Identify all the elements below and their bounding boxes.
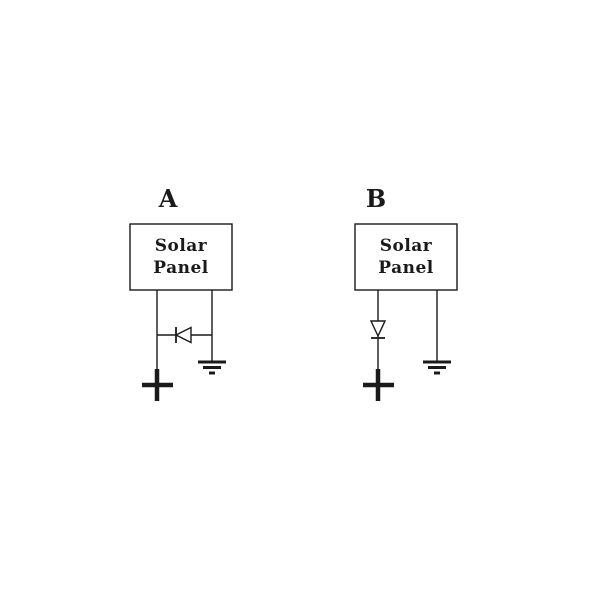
solar-panel-box-a [129,223,233,291]
solar-panel-a-label-line2: Panel [153,258,209,278]
solar-panel-a-label-line1: Solar [155,236,208,256]
diode-b-triangle [369,320,387,338]
diagram-a-label: A [158,184,178,213]
solar-panel-box-b [354,223,458,291]
solar-panel-b-label-line2: Panel [378,258,434,278]
ground-a-icon [198,360,226,375]
diode-a-icon [174,326,192,344]
positive-terminal-b-icon [363,369,394,401]
diode-a-triangle [174,326,192,344]
diagram-b-label: B [366,184,386,213]
solar-panel-b-label-line1: Solar [380,236,433,256]
positive-terminal-a-icon [142,369,173,401]
diagram-a: A Solar Panel [129,184,233,401]
ground-b-icon [423,360,451,375]
diode-b-icon [369,320,387,339]
diagram-b: B Solar Panel [354,184,458,401]
